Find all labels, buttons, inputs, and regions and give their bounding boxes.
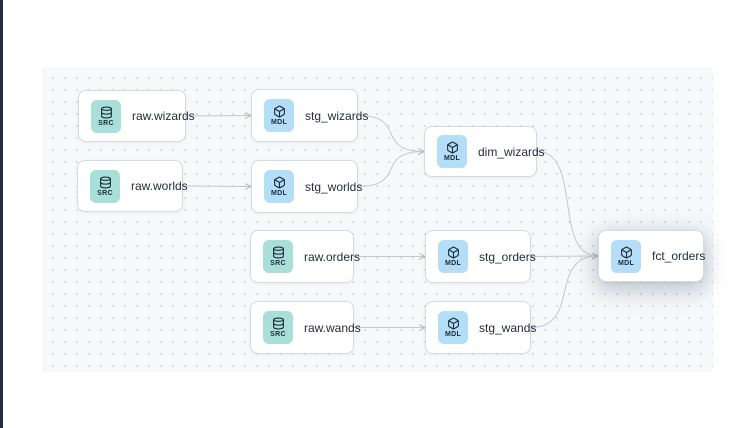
edge-stg-orders-to-fct-orders (530, 256, 598, 257)
node-stg-orders[interactable]: MDL stg_orders (425, 230, 536, 283)
node-type-badge: SRC (263, 240, 293, 273)
node-label: dim_wizards (478, 144, 545, 159)
database-icon (100, 106, 113, 119)
lineage-canvas[interactable]: SRC raw.wizards SRC raw.worlds MDL stg_w… (42, 67, 713, 372)
node-type-badge: SRC (263, 311, 293, 344)
node-label: stg_worlds (305, 179, 363, 194)
node-raw-worlds[interactable]: SRC raw.worlds (77, 160, 188, 212)
edge-raw-wizards-to-stg-wizards (185, 116, 251, 117)
node-label: stg_wands (479, 320, 537, 335)
node-raw-orders[interactable]: SRC raw.orders (250, 230, 360, 283)
database-icon (99, 176, 112, 189)
cube-icon (620, 246, 633, 259)
node-type-badge: SRC (91, 99, 121, 133)
node-type-badge: MDL (264, 99, 294, 132)
node-stg-wizards[interactable]: MDL stg_wizards (251, 89, 368, 142)
cube-icon (447, 317, 460, 330)
node-raw-wands[interactable]: SRC raw.wands (250, 301, 361, 354)
edge-stg-wands-to-fct-orders (530, 256, 598, 328)
cube-icon (447, 246, 460, 259)
node-type-badge: MDL (611, 239, 641, 273)
cube-icon (446, 141, 459, 154)
node-label: stg_wizards (305, 108, 369, 123)
node-label: raw.wands (304, 320, 361, 335)
node-raw-wizards[interactable]: SRC raw.wizards (78, 90, 195, 142)
node-stg-worlds[interactable]: MDL stg_worlds (251, 160, 362, 213)
node-type-badge: MDL (438, 311, 468, 344)
cube-icon (273, 105, 286, 118)
node-type-badge: MDL (438, 240, 468, 273)
node-stg-wands[interactable]: MDL stg_wands (425, 301, 536, 354)
node-type-badge: MDL (264, 170, 294, 203)
node-fct-orders[interactable]: MDL fct_orders (598, 230, 706, 282)
window-left-edge (0, 0, 3, 428)
node-type-badge: SRC (90, 169, 120, 203)
edge-raw-worlds-to-stg-worlds (182, 186, 251, 187)
database-icon (272, 246, 285, 259)
node-label: raw.worlds (131, 179, 188, 193)
node-label: fct_orders (652, 249, 706, 263)
node-type-badge: MDL (437, 135, 467, 168)
node-dim-wizards[interactable]: MDL dim_wizards (424, 126, 545, 177)
node-label: raw.wizards (132, 109, 195, 123)
node-label: stg_orders (479, 249, 536, 264)
node-label: raw.orders (304, 249, 361, 264)
edge-stg-worlds-to-dim-wizards (357, 152, 424, 187)
edge-dim-wizards-to-fct-orders (536, 151, 598, 257)
cube-icon (273, 176, 286, 189)
database-icon (272, 317, 285, 330)
